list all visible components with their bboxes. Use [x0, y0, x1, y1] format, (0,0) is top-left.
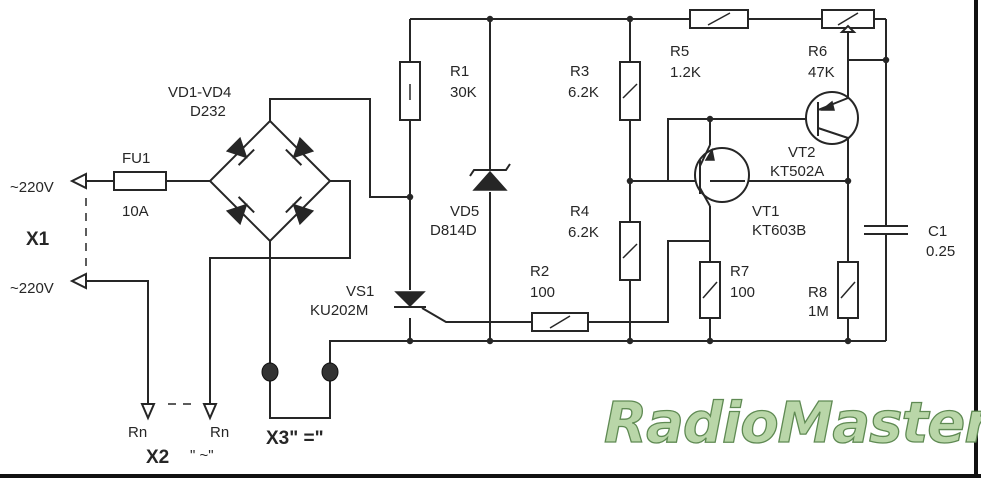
fuse-name-label: FU1	[122, 150, 150, 167]
labels: ~220V ~220V X1 FU1 10A VD1-VD4 D232 R1 3…	[10, 43, 955, 468]
input-arrow-2-icon	[69, 272, 87, 290]
r4-name-label: R4	[570, 203, 589, 220]
bridge-diode-3-icon	[225, 196, 255, 226]
r1-value-label: 30K	[450, 84, 477, 101]
connector-x3-label: X3" ="	[266, 428, 324, 449]
r8-name-label: R8	[808, 284, 827, 301]
load-2-label: Rn	[210, 424, 229, 441]
fuse-fu1	[113, 171, 167, 191]
transistor-vt1	[694, 144, 750, 207]
r8-value-label: 1M	[808, 303, 829, 320]
potentiometer-r6	[821, 9, 875, 33]
transistor-vt2	[805, 91, 859, 145]
zener-type-label: D814D	[430, 222, 477, 239]
vt2-type-label: KT502A	[770, 163, 824, 180]
r5-value-label: 1.2K	[670, 64, 701, 81]
r3-value-label: 6.2K	[568, 84, 599, 101]
vt2-name-label: VT2	[788, 144, 816, 161]
watermark-logo: RadioMaster.com.ua	[604, 391, 981, 456]
resistor-r2	[531, 312, 589, 332]
r7-value-label: 100	[730, 284, 755, 301]
r6-value-label: 47K	[808, 64, 835, 81]
thyristor-vs1	[394, 291, 426, 308]
resistor-r8	[837, 261, 859, 319]
c1-value-label: 0.25	[926, 243, 955, 260]
bridge-name-label: VD1-VD4	[168, 84, 231, 101]
vt1-type-label: KT603B	[752, 222, 806, 239]
r3-name-label: R3	[570, 63, 589, 80]
r1-name-label: R1	[450, 63, 469, 80]
wiring	[86, 18, 887, 419]
thyristor-type-label: KU202M	[310, 302, 368, 319]
resistor-r7	[699, 261, 721, 319]
bridge-diode-2-icon	[285, 136, 315, 166]
bridge-type-label: D232	[190, 103, 226, 120]
r6-name-label: R6	[808, 43, 827, 60]
connector-x1-label: X1	[26, 229, 50, 250]
load-1-label: Rn	[128, 424, 147, 441]
vt1-name-label: VT1	[752, 203, 780, 220]
connector-x2-label: X2	[146, 447, 169, 468]
c1-name-label: C1	[928, 223, 947, 240]
r4-value-label: 6.2K	[568, 224, 599, 241]
connector-x2-type-label: " ~"	[190, 447, 214, 464]
x3-terminals	[261, 362, 339, 382]
r5-name-label: R5	[670, 43, 689, 60]
r2-name-label: R2	[530, 263, 549, 280]
input-voltage-2-label: ~220V	[10, 280, 54, 297]
zener-name-label: VD5	[450, 203, 479, 220]
input-arrow-1-icon	[69, 172, 87, 190]
junction-dots	[406, 15, 890, 345]
resistor-r3	[619, 61, 641, 121]
resistor-r5	[689, 9, 749, 29]
capacitor-c1	[864, 218, 908, 240]
diode-bridge	[225, 136, 315, 226]
fuse-value-label: 10A	[122, 203, 149, 220]
zener-vd5	[469, 163, 511, 191]
r2-value-label: 100	[530, 284, 555, 301]
dashed-links	[85, 198, 196, 405]
input-voltage-1-label: ~220V	[10, 179, 54, 196]
resistor-r1	[399, 61, 421, 121]
load-arrow-1-icon	[140, 403, 156, 421]
thyristor-name-label: VS1	[346, 283, 374, 300]
resistor-r4	[619, 221, 641, 281]
bridge-diode-4-icon	[285, 196, 315, 226]
r7-name-label: R7	[730, 263, 749, 280]
bridge-diode-1-icon	[225, 136, 255, 166]
load-arrow-2-icon	[202, 403, 218, 421]
